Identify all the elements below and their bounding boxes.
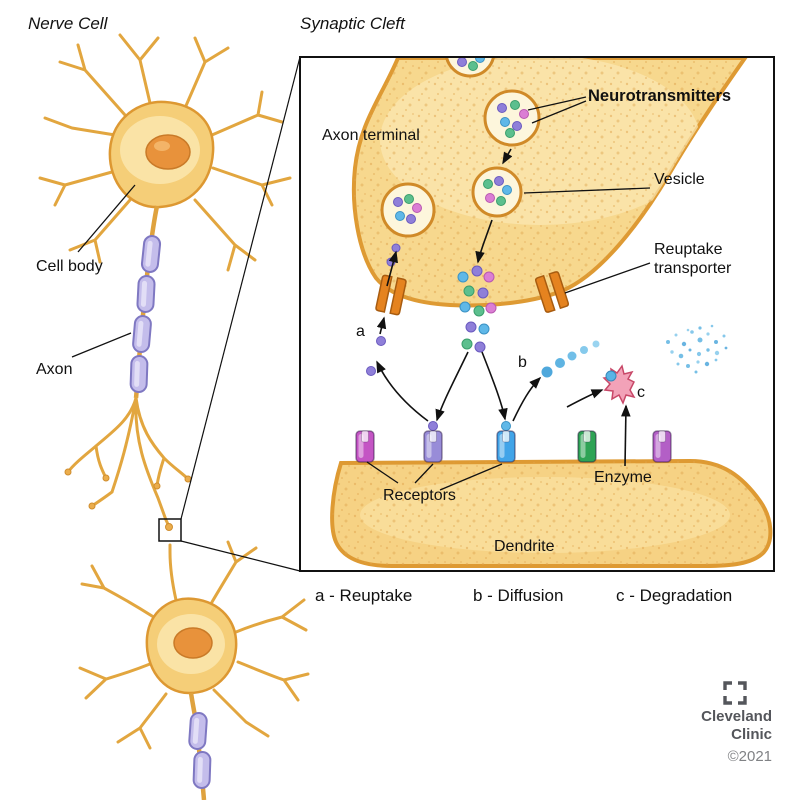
brand-line2: Clinic xyxy=(731,726,772,743)
diffusion-dots xyxy=(541,340,600,378)
top-neuron-nucleolus xyxy=(154,141,170,151)
enzyme-shape xyxy=(602,364,636,405)
enzyme-label: Enzyme xyxy=(594,469,652,486)
receptor-3 xyxy=(496,430,516,463)
vesicles xyxy=(380,58,541,238)
nerve-cell-title: Nerve Cell xyxy=(28,14,108,33)
legend-a: a - Reuptake xyxy=(315,586,413,605)
legend-b: b - Diffusion xyxy=(473,586,564,605)
brand-line1: Cleveland xyxy=(701,708,772,725)
top-neuron-terminal-arbor xyxy=(64,396,192,531)
axon-pointer-line xyxy=(71,332,132,358)
vesicle-label: Vesicle xyxy=(654,171,705,188)
bottom-neuron-nucleus xyxy=(173,627,213,659)
cell-body-pointer-line xyxy=(77,184,136,253)
copyright: ©2021 xyxy=(727,748,772,765)
axon-label: Axon xyxy=(36,361,73,378)
degradation-cloud xyxy=(666,324,728,374)
legend-c: c - Degradation xyxy=(616,586,733,605)
top-neuron-dendrites xyxy=(38,33,292,272)
dendrite-label: Dendrite xyxy=(494,538,555,555)
axon-terminal-label: Axon terminal xyxy=(322,127,420,144)
axon-terminal-shape xyxy=(351,58,747,308)
process-arrows xyxy=(376,148,631,467)
inset-pointer-lines xyxy=(366,96,651,491)
marker-c: c xyxy=(637,384,645,401)
cleveland-clinic-logo xyxy=(723,681,747,705)
inset-content xyxy=(330,58,773,568)
reuptake-transporter-label: Reuptake transporter xyxy=(654,241,732,277)
receptor-2 xyxy=(423,430,443,463)
cell-body-label: Cell body xyxy=(36,258,103,275)
synaptic-cleft-title: Synaptic Cleft xyxy=(300,14,405,33)
top-neuron-myelin xyxy=(129,234,162,394)
receptor-4 xyxy=(577,430,597,463)
docked-dot-receptor2 xyxy=(428,421,438,431)
zoom-region-box xyxy=(158,518,182,542)
marker-a: a xyxy=(356,323,365,340)
top-neuron xyxy=(38,33,292,531)
neurotransmitters-label: Neurotransmitters xyxy=(588,87,732,105)
bottom-neuron xyxy=(78,540,310,800)
zoom-connectors xyxy=(158,56,301,572)
docked-dot-receptor3 xyxy=(501,421,511,431)
dendrite-shape xyxy=(330,459,773,568)
marker-b: b xyxy=(518,354,527,371)
receptor-5 xyxy=(652,430,672,463)
receptors-label: Receptors xyxy=(383,487,456,504)
top-neuron-nucleus xyxy=(145,134,191,170)
receptor-1 xyxy=(355,430,375,463)
bottom-neuron-dendrites xyxy=(78,540,310,750)
released-neurotransmitters xyxy=(457,265,497,353)
